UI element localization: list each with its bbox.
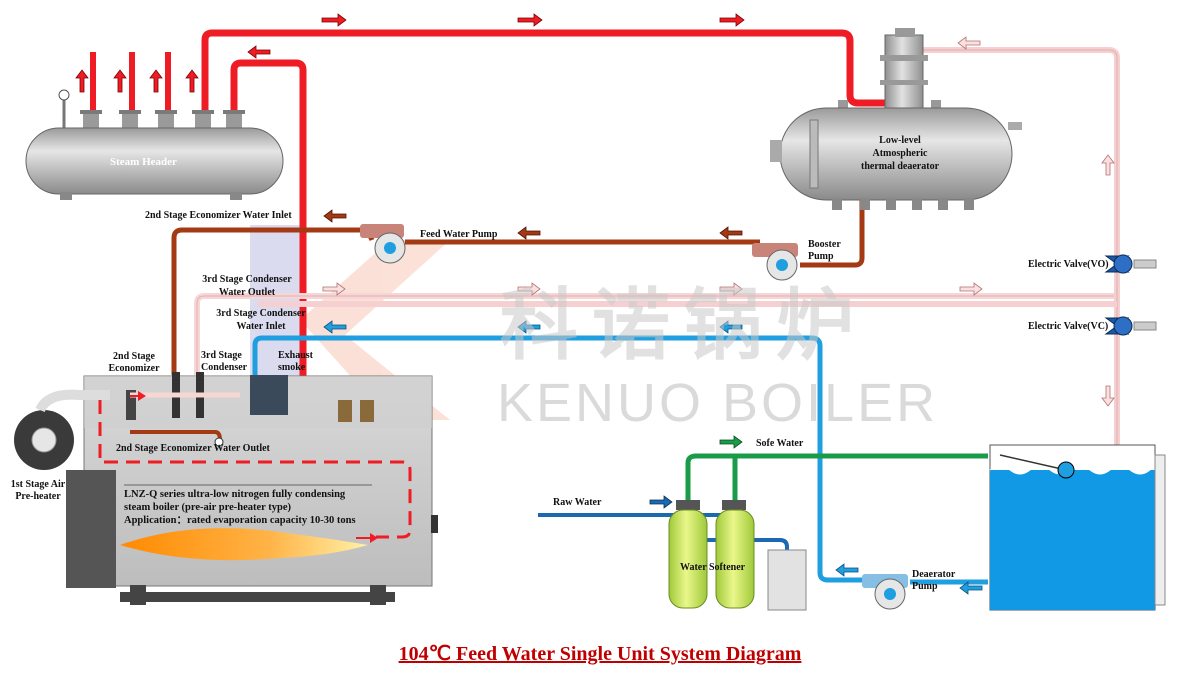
steam-header [25,89,284,200]
raw-flow-arrow [649,495,673,509]
feed-water-pump [360,224,406,264]
steam-pipe-main [201,29,909,115]
diagram-title: 104℃ Feed Water Single Unit System Diagr… [398,643,802,665]
deaerator-label-1: Low-level [879,135,921,146]
watermark-english: KENUO BOILER [497,373,939,433]
valve-vo-label: Electric Valve(VO) [1028,259,1109,270]
econ2-label-1: 2nd Stage [113,351,155,362]
soft-water-pipe [685,453,988,500]
feed-pump-label: Feed Water Pump [420,229,498,240]
deaerator [770,28,1022,210]
water-softener-label: Water Softener [680,562,746,573]
steam-header-label: Steam Header [110,156,177,168]
water-tank [989,444,1166,611]
deaerator-pump-label-1: Deaerator [912,569,956,580]
steam-header-outlets [90,52,171,115]
boiler-desc-line-3: Application：rated evaporation capacity 1… [124,515,356,526]
air-preheater-label-2: Pre-heater [15,491,61,502]
condenser-pipe-edge [196,295,1117,375]
cond3-label-2: Condenser [201,362,248,373]
boiler [14,372,433,605]
deaerator-pump-label-2: Pump [912,581,938,592]
cold-water-pipe [252,335,988,585]
deaerator-pump [862,574,908,610]
booster-label-1: Booster [808,239,841,250]
cond3-outlet-label-1: 3rd Stage Condenser [202,274,292,285]
soft-water-label: Sofe Water [756,438,804,449]
water-softener [668,500,807,611]
cond3-label-1: 3rd Stage [201,350,242,361]
air-preheater-label-1: 1st Stage Air [10,479,66,490]
boiler-desc-line-1: LNZ-Q series ultra-low nitrogen fully co… [124,489,346,500]
exhaust-label-2: smoke [278,362,306,373]
booster-label-2: Pump [808,251,834,262]
electric-valve-vc [1104,316,1157,336]
feed-flow-arrows [323,209,743,240]
booster-pump [752,243,798,281]
electric-valve-vo [1104,254,1157,274]
econ2-outlet-label: 2nd Stage Economizer Water Outlet [116,443,270,454]
cond3-outlet-label-2: Water Outlet [218,287,276,298]
condenser-flow-arrows [322,36,1115,407]
boiler-desc-line-2: steam boiler (pre-air pre-heater type) [124,502,291,513]
boiler-description: LNZ-Q series ultra-low nitrogen fully co… [124,488,394,527]
econ2-label-2: Economizer [108,363,160,374]
exhaust-label-1: Exhaust [278,350,314,361]
boiler-handle [431,515,438,533]
soft-flow-arrow [719,435,743,449]
valve-vc-label: Electric Valve(VC) [1028,321,1109,332]
steam-pipe-boiler [230,59,307,420]
return-pipe-edge [915,49,1118,445]
burner-flame [120,528,368,561]
deaerator-label-2: Atmospheric [872,148,928,159]
cond3-inlet-label-2: Water Inlet [236,321,286,332]
watermark-chinese: 科诺锅炉 [500,281,869,371]
steam-flow-arrows [75,13,745,93]
cold-flow-arrows [323,320,983,595]
cond3-inlet-label-1: 3rd Stage Condenser [216,308,306,319]
flue-path [98,400,412,539]
econ2-inlet-label: 2nd Stage Economizer Water Inlet [145,210,292,221]
raw-water-label: Raw Water [553,497,602,508]
deaerator-label-3: thermal deaerator [860,161,940,172]
